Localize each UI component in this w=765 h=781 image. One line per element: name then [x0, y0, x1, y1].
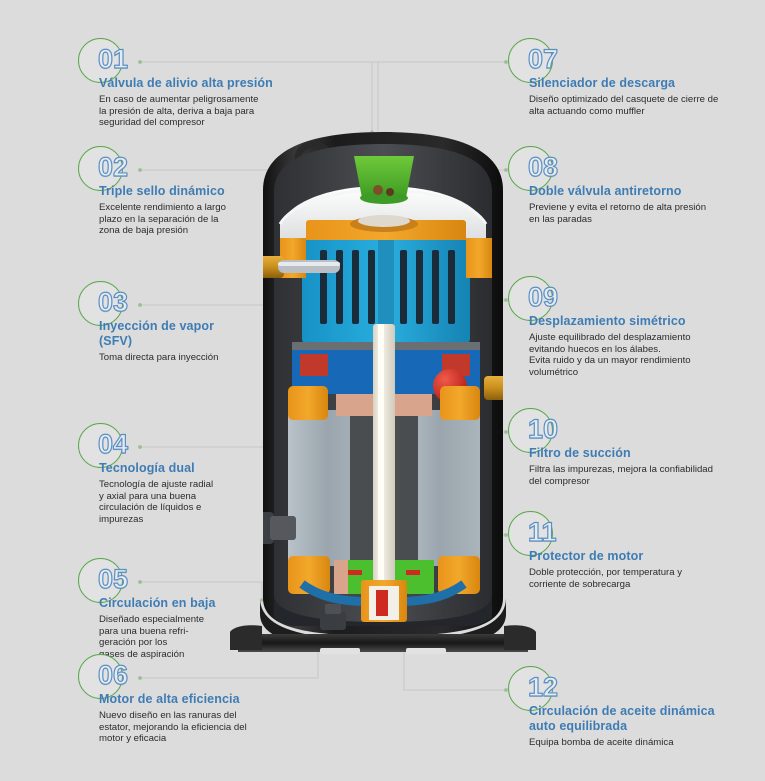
base-gap-right	[406, 648, 446, 654]
motor-protector-left	[336, 394, 376, 416]
injection-tube	[278, 260, 340, 273]
callout-badge-05	[78, 558, 123, 603]
terminal-stud-cap	[325, 604, 341, 614]
base-foot-left	[230, 625, 262, 650]
relief-valve-pin	[373, 185, 383, 195]
callout-body-10: Filtra las impurezas, mejora la confiabi…	[529, 464, 713, 487]
callout-title-04: Tecnología dual	[99, 461, 195, 475]
discharge-port	[484, 376, 503, 400]
callout-number-07: 07	[527, 44, 559, 74]
oil-filter-left	[348, 570, 362, 575]
scroll-center-gap	[378, 240, 394, 344]
base-gap-left	[320, 648, 360, 654]
callout-body-07: Diseño optimizado del casquete de cierre…	[529, 94, 719, 117]
mounting-base-plate	[238, 634, 528, 652]
winding-bottom-right	[438, 556, 480, 594]
callout-badge-10	[508, 408, 553, 453]
shaft-highlight	[378, 324, 384, 614]
check-valve-disc	[358, 215, 410, 227]
callout-number-05: 05	[97, 564, 129, 594]
callout-badge-03	[78, 281, 123, 326]
callout-badge-01	[78, 38, 123, 83]
oil-filter-right	[406, 570, 420, 575]
callout-number-12: 12	[527, 672, 559, 702]
callout-body-12: Equipa bomba de aceite dinámica	[529, 737, 674, 748]
motor-protector-right	[392, 394, 432, 416]
winding-top-left	[288, 386, 328, 420]
oil-pump-vane	[376, 590, 388, 616]
callout-badge-08	[508, 146, 553, 191]
right-scroll-support	[466, 238, 492, 278]
callout-badge-02	[78, 146, 123, 191]
base-foot-right	[504, 625, 536, 650]
callout-title-11: Protector de motor	[529, 549, 644, 563]
terminal-block	[334, 560, 348, 594]
callout-badge-06	[78, 654, 123, 699]
callout-badge-09	[508, 276, 553, 321]
relief-valve-base	[360, 192, 408, 204]
callout-number-03: 03	[97, 287, 129, 317]
callout-title-03: Inyección de vapor(SFV)	[99, 319, 215, 348]
callout-number-04: 04	[97, 429, 129, 459]
callout-title-10: Filtro de succión	[529, 446, 631, 460]
callout-badge-04	[78, 423, 123, 468]
callout-number-08: 08	[527, 152, 559, 182]
callout-number-06: 06	[97, 660, 129, 690]
callout-title-02: Triple sello dinámico	[99, 184, 225, 198]
suction-flange	[270, 516, 296, 540]
callout-title-01: Válvula de alivio alta presión	[99, 76, 273, 90]
callout-badge-12	[508, 666, 553, 711]
callout-badge-11	[508, 511, 553, 556]
callout-title-07: Silenciador de descarga	[529, 76, 676, 90]
callout-number-11: 11	[527, 517, 557, 547]
callout-title-09: Desplazamiento simétrico	[529, 314, 686, 328]
oil-sump	[274, 594, 492, 626]
callout-number-10: 10	[527, 414, 559, 444]
high-pressure-relief-valve	[354, 156, 414, 198]
scroll-top-plate	[306, 220, 466, 246]
callout-title-05: Circulación en baja	[99, 596, 216, 610]
callout-badge-07	[508, 38, 553, 83]
relief-valve-pin-2	[386, 188, 394, 196]
terminal-stud	[320, 612, 346, 630]
compressor-cutaway-image	[228, 128, 538, 668]
vapor-injection-port	[263, 256, 284, 278]
compressor-cutaway-svg	[230, 132, 536, 654]
winding-top-right	[440, 386, 480, 420]
winding-bottom-left	[288, 556, 330, 594]
callout-body-08: Previene y evita el retorno de alta pres…	[529, 202, 707, 225]
left-oil-channel	[300, 354, 328, 376]
callout-body-03: Toma directa para inyección	[99, 352, 219, 363]
callout-title-06: Motor de alta eficiencia	[99, 692, 240, 706]
injection-tube-highlight	[278, 262, 340, 266]
suction-port	[263, 512, 274, 544]
callout-number-01: 01	[97, 44, 129, 74]
callout-title-08: Doble válvula antiretorno	[529, 184, 682, 198]
callout-number-02: 02	[97, 152, 129, 182]
callout-number-09: 09	[527, 282, 559, 312]
